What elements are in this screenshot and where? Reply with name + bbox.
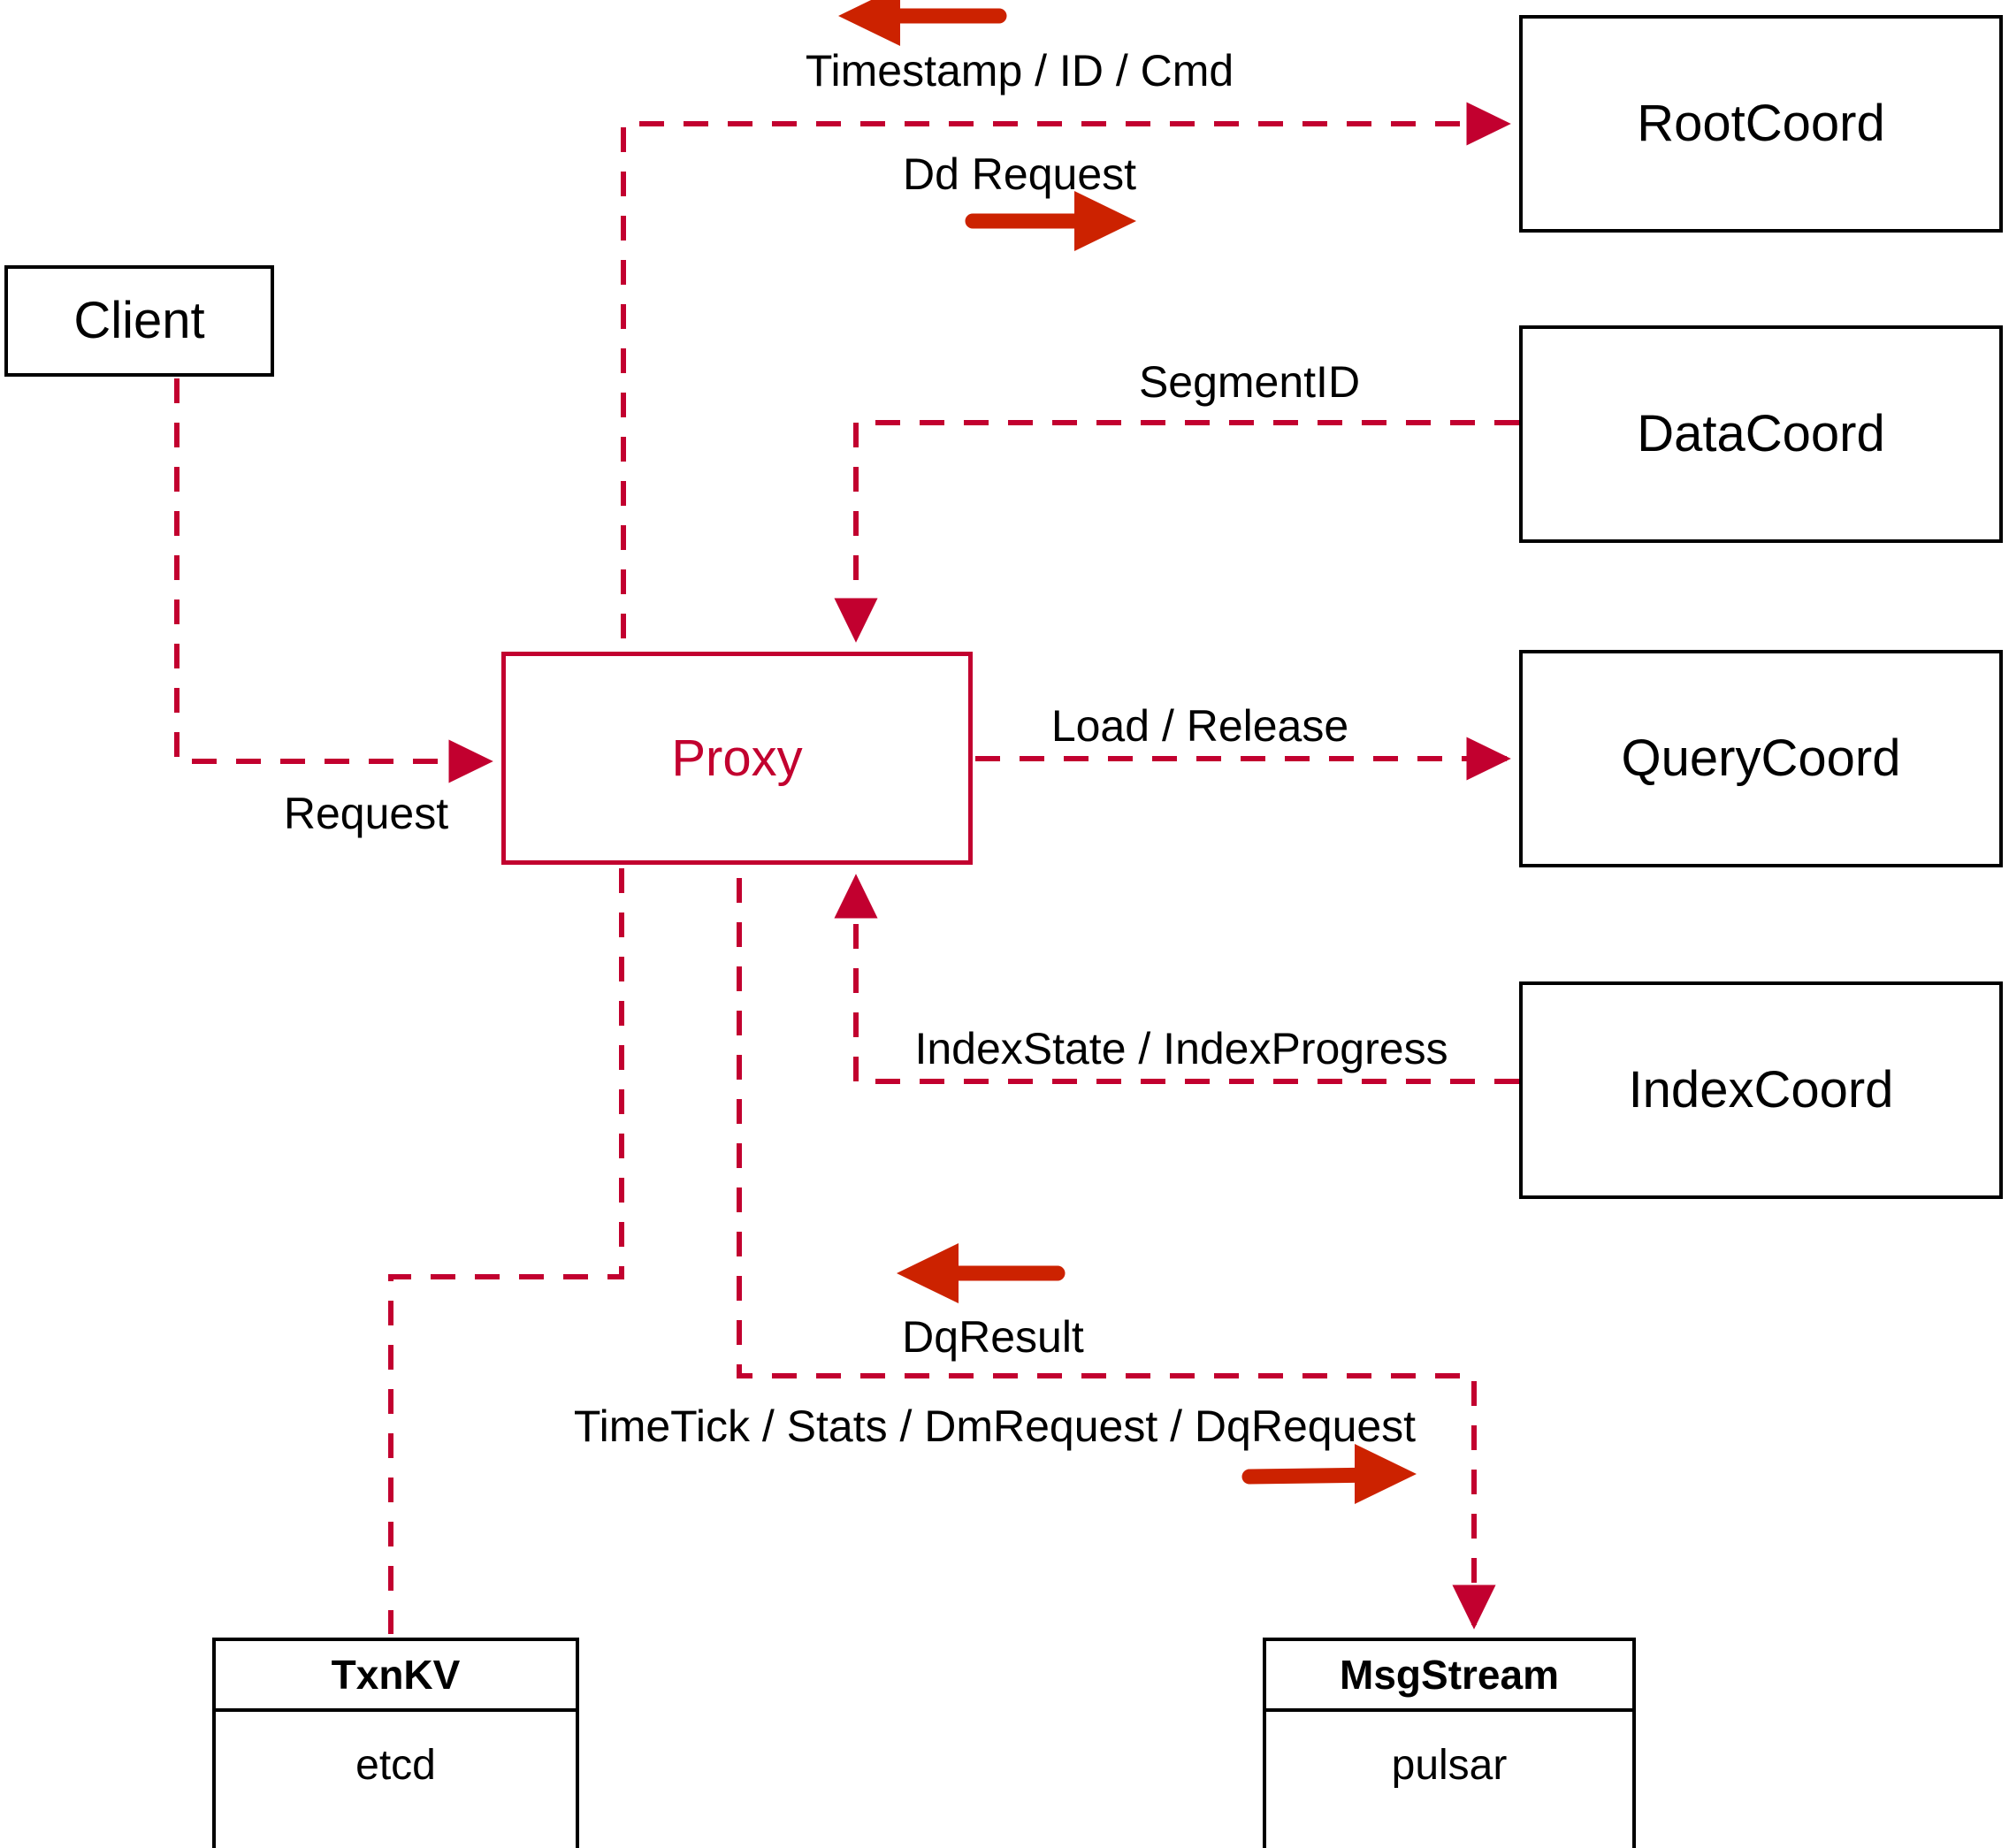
edge-label-load-release: Load / Release (1050, 701, 1349, 751)
edge-client-to-proxy (174, 378, 493, 783)
node-indexcoord[interactable]: IndexCoord (1519, 981, 2003, 1199)
node-txnkv[interactable]: TxnKV etcd (212, 1638, 579, 1848)
node-indexcoord-label: IndexCoord (1628, 1061, 1894, 1119)
node-txnkv-header-label: TxnKV (331, 1652, 461, 1698)
edge-label-timetick-stats: TimeTick / Stats / DmRequest / DqRequest (573, 1401, 1417, 1451)
node-client-label: Client (73, 292, 205, 349)
node-rootcoord-label: RootCoord (1637, 95, 1885, 152)
dqresult-direction-arrow (897, 1243, 1066, 1303)
node-datacoord-label: DataCoord (1637, 405, 1885, 462)
edge-indexcoord-to-proxy (834, 874, 1519, 1084)
timetick-direction-arrow (1241, 1444, 1417, 1504)
node-txnkv-body: etcd (216, 1712, 576, 1848)
node-querycoord[interactable]: QueryCoord (1519, 650, 2003, 867)
node-datacoord[interactable]: DataCoord (1519, 325, 2003, 543)
edge-proxy-to-txnkv (388, 868, 624, 1634)
edge-proxy-to-rootcoord (621, 102, 1511, 638)
node-rootcoord[interactable]: RootCoord (1519, 15, 2003, 233)
edge-label-segment-id: SegmentID (1138, 357, 1361, 407)
node-msgstream-header: MsgStream (1266, 1641, 1632, 1712)
dd-request-direction-arrow (965, 191, 1136, 251)
node-txnkv-header: TxnKV (216, 1641, 576, 1712)
timestamp-direction-arrow (838, 0, 1007, 46)
node-proxy[interactable]: Proxy (501, 652, 973, 865)
edge-label-timestamp-id-cmd: Timestamp / ID / Cmd (805, 46, 1234, 95)
edge-label-dq-result: DqResult (902, 1312, 1084, 1362)
node-client[interactable]: Client (4, 265, 274, 377)
node-msgstream-header-label: MsgStream (1340, 1652, 1559, 1698)
edge-label-request: Request (283, 789, 449, 838)
edge-label-dd-request: Dd Request (902, 149, 1137, 199)
node-msgstream-body-label: pulsar (1391, 1742, 1508, 1789)
node-querycoord-label: QueryCoord (1621, 729, 1901, 787)
node-msgstream[interactable]: MsgStream pulsar (1263, 1638, 1636, 1848)
node-txnkv-body-label: etcd (355, 1742, 436, 1789)
edge-datacoord-to-proxy (834, 420, 1519, 643)
edge-label-index-state-progress: IndexState / IndexProgress (914, 1024, 1448, 1073)
node-proxy-label: Proxy (671, 729, 803, 787)
edge-proxy-to-msgstream (737, 878, 1496, 1630)
node-msgstream-body: pulsar (1266, 1712, 1632, 1848)
